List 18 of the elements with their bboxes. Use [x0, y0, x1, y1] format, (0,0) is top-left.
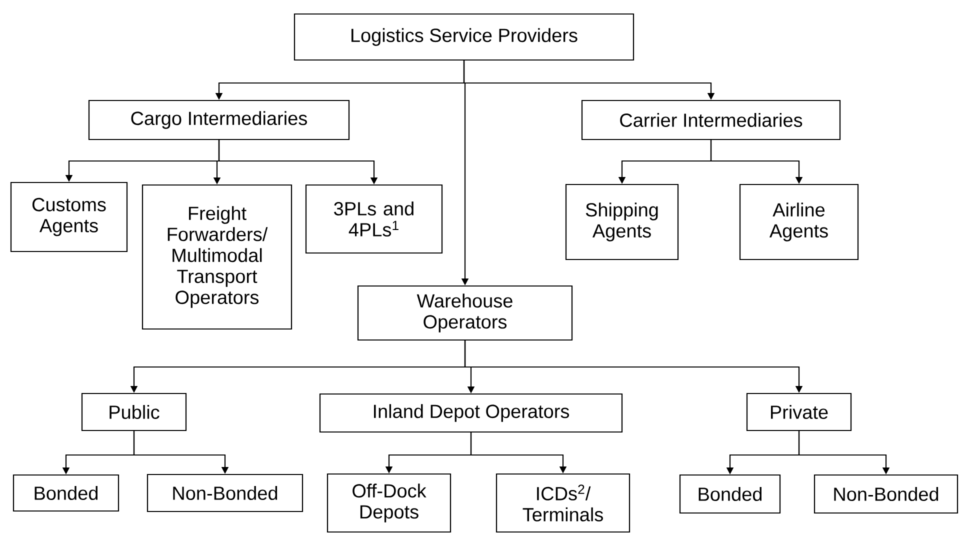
- org-box: 3PLs and 4PLs$^{1}$: [305, 184, 443, 254]
- org-box: Freight Forwarders/ Multimodal Transport Operators: [142, 184, 292, 330]
- org-box: Off-Dock Depots: [326, 473, 452, 533]
- org-box: Warehouse Operators: [357, 285, 573, 341]
- org-box: Bonded: [12, 474, 120, 512]
- org-box: Customs Agents: [10, 182, 128, 252]
- org-box: Bonded: [679, 474, 781, 514]
- org-box: Inland Depot Operators: [319, 393, 623, 433]
- org-box: Private: [746, 392, 852, 432]
- org-box: Cargo Intermediaries: [88, 100, 350, 140]
- org-box: Carrier Intermediaries: [581, 100, 841, 140]
- org-box: Non-Bonded: [146, 474, 304, 512]
- org-box: Airline Agents: [739, 184, 859, 260]
- org-box: Shipping Agents: [565, 184, 679, 260]
- org-box: Non-Bonded: [814, 474, 958, 514]
- org-box: Public: [81, 392, 187, 432]
- org-box: Logistics Service Providers: [294, 13, 634, 61]
- org-box: ICDs$^{2}$/ Terminals: [496, 473, 630, 533]
